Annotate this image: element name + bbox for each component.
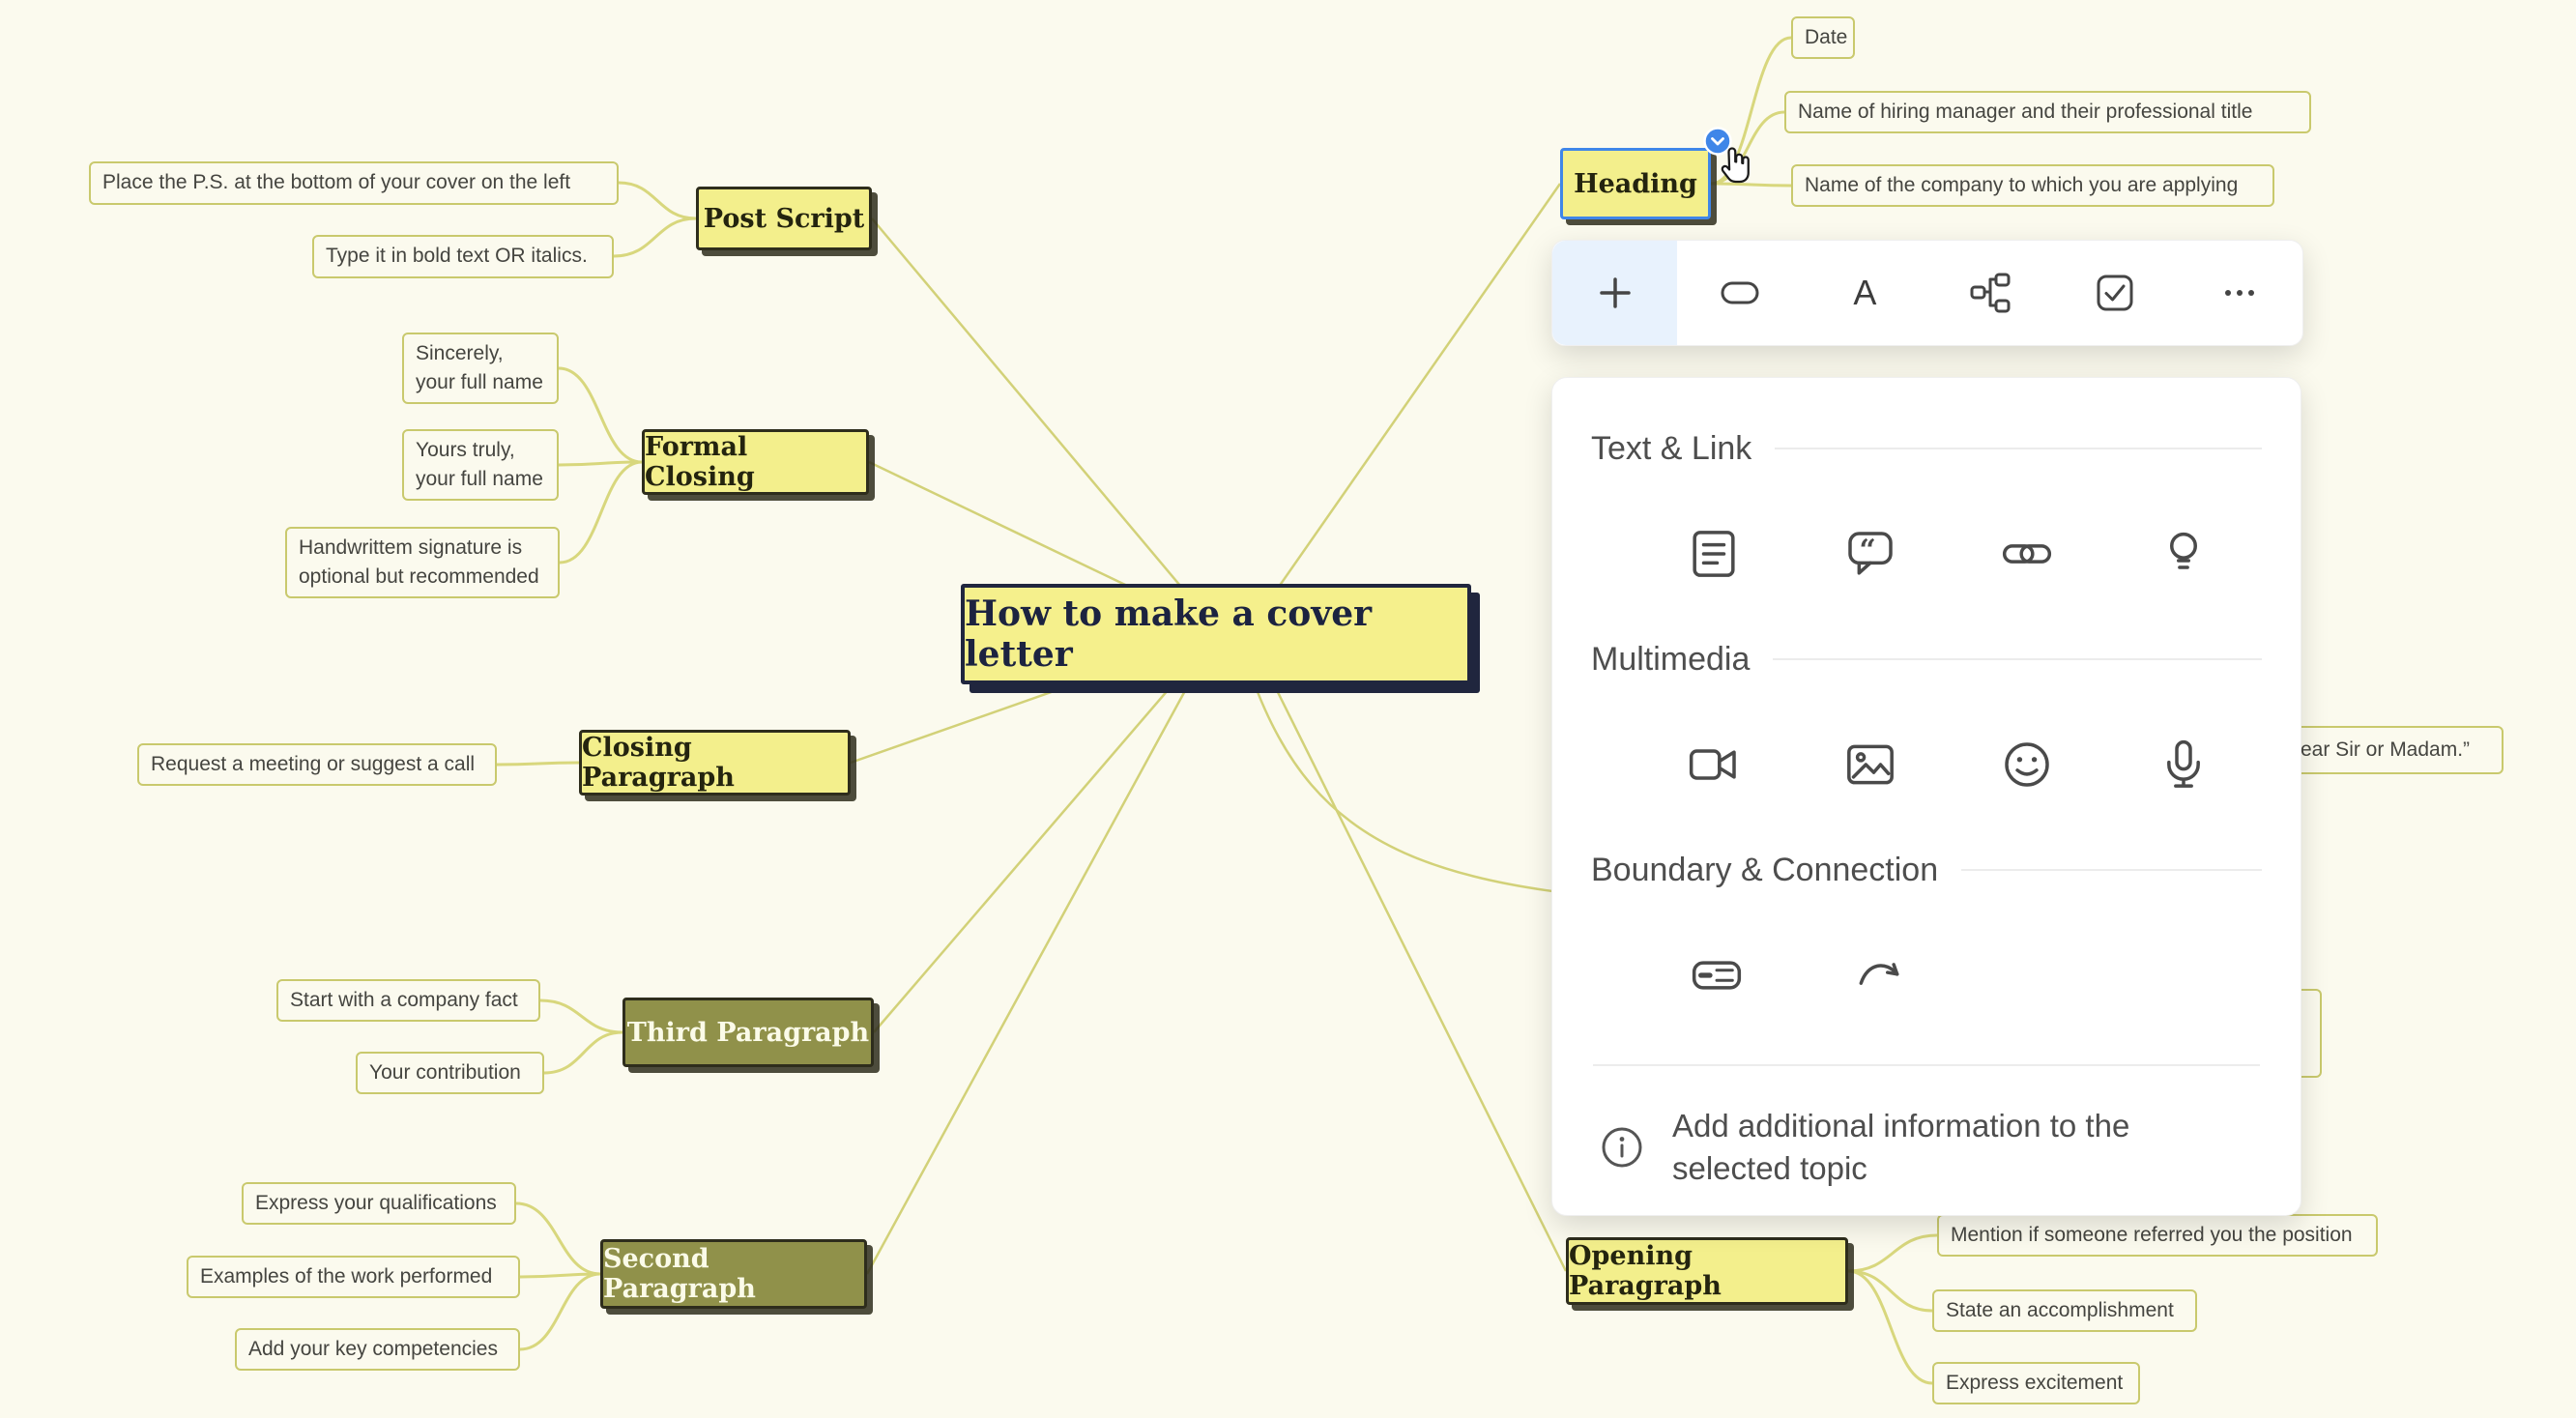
svg-text:“: “ <box>1859 534 1875 567</box>
topic-opening-paragraph[interactable]: Opening Paragraph <box>1566 1237 1848 1305</box>
subtopic-op-excitement[interactable]: Express excitement <box>1932 1362 2140 1404</box>
toolbar-add-button[interactable] <box>1552 241 1678 345</box>
subtopic-fc-sincerely[interactable]: Sincerely, your full name <box>402 333 559 404</box>
section-boundary-connection: Boundary & Connection <box>1591 849 2262 891</box>
subtopic-h-date[interactable]: Date <box>1791 16 1855 59</box>
video-camera-icon <box>1689 749 1736 780</box>
central-topic[interactable]: How to make a cover letter <box>961 584 1471 684</box>
image-button[interactable] <box>1792 734 1949 796</box>
toolbar-topic-shape-button[interactable] <box>1677 241 1802 345</box>
notes-button[interactable] <box>1635 523 1792 585</box>
section-divider <box>1775 448 2262 449</box>
link-icon <box>2002 544 2052 564</box>
subtopic-ps-bold[interactable]: Type it in bold text OR italics. <box>312 235 614 278</box>
section-multimedia: Multimedia <box>1591 638 2262 680</box>
toolbar-task-button[interactable] <box>2052 241 2177 345</box>
toolbar-more-button[interactable] <box>2178 241 2302 345</box>
topic-label: Third Paragraph <box>626 1017 870 1048</box>
notes-icon <box>1693 531 1735 577</box>
topic-label: Second Paragraph <box>603 1244 756 1304</box>
topic-post-script[interactable]: Post Script <box>696 187 872 250</box>
topic-shape-icon <box>1721 281 1759 304</box>
topic-label: Post Script <box>703 203 865 234</box>
plus-icon <box>1599 277 1631 308</box>
subtopic-h-hiring-manager[interactable]: Name of hiring manager and their profess… <box>1784 91 2311 133</box>
info-icon <box>1602 1127 1642 1168</box>
subtopic-op-accomplishment[interactable]: State an accomplishment <box>1932 1289 2197 1332</box>
structure-icon <box>1970 273 2011 313</box>
topic-closing-paragraph[interactable]: Closing Paragraph <box>579 730 851 796</box>
collapse-button[interactable] <box>1702 126 1733 157</box>
subtopic-sp-qualifications[interactable]: Express your qualifications <box>242 1182 516 1225</box>
video-button[interactable] <box>1635 734 1792 796</box>
subtopic-greeting-clipped[interactable]: ear Sir or Madam.” <box>2287 726 2504 774</box>
relationship-button[interactable] <box>1798 944 1960 1006</box>
subtopic-op-referral[interactable]: Mention if someone referred you the posi… <box>1937 1214 2378 1257</box>
toolbar-structure-button[interactable] <box>1927 241 2052 345</box>
section-title: Text & Link <box>1591 429 1752 467</box>
topic-third-paragraph[interactable]: Third Paragraph <box>622 998 874 1067</box>
subtopic-sp-competencies[interactable]: Add your key competencies <box>235 1328 520 1371</box>
topic-label: Opening Paragraph <box>1569 1241 1722 1301</box>
lightbulb-icon <box>2170 532 2197 569</box>
panel-divider <box>1593 1064 2260 1066</box>
toolbar-text-button[interactable]: A <box>1803 241 1927 345</box>
section-title: Multimedia <box>1591 640 1751 678</box>
section-divider <box>1961 869 2262 871</box>
topic-label: Heading <box>1574 168 1697 199</box>
section-title: Boundary & Connection <box>1591 851 1939 888</box>
topic-label: Closing Paragraph <box>582 733 735 793</box>
subtopic-tp-contribution[interactable]: Your contribution <box>356 1052 544 1094</box>
text-icon: A <box>1853 273 1877 312</box>
insert-panel: Text & Link “ <box>1551 377 2301 1216</box>
topic-second-paragraph[interactable]: Second Paragraph <box>600 1239 867 1309</box>
image-icon <box>1847 744 1894 785</box>
comment-icon: “ <box>1848 532 1893 575</box>
audio-button[interactable] <box>2105 734 2262 796</box>
idea-button[interactable] <box>2105 523 2262 585</box>
topic-formal-closing[interactable]: Formal Closing <box>642 429 869 495</box>
sticker-button[interactable] <box>1949 734 2105 796</box>
subtopic-h-company-name[interactable]: Name of the company to which you are app… <box>1791 164 2274 207</box>
section-text-link: Text & Link <box>1591 427 2262 470</box>
subtopic-fc-yours-truly[interactable]: Yours truly, your full name <box>402 429 559 501</box>
boundary-button[interactable] <box>1635 944 1798 1006</box>
subtopic-cp-request-meeting[interactable]: Request a meeting or suggest a call <box>137 743 497 786</box>
subtopic-fc-signature[interactable]: Handwrittem signature is optional but re… <box>285 527 560 598</box>
footer-text: Add additional information to the select… <box>1672 1108 2130 1186</box>
topic-heading[interactable]: Heading <box>1560 148 1711 219</box>
link-button[interactable] <box>1949 523 2105 585</box>
subtopic-ps-placement[interactable]: Place the P.S. at the bottom of your cov… <box>89 161 619 205</box>
task-checkbox-icon <box>2097 275 2133 311</box>
microphone-icon <box>2167 739 2200 788</box>
subtopic-tp-company-fact[interactable]: Start with a company fact <box>276 979 540 1022</box>
section-divider <box>1773 658 2262 660</box>
comment-button[interactable]: “ <box>1792 523 1949 585</box>
relationship-arrow-icon <box>1859 963 1899 985</box>
insert-toolbar: A <box>1551 240 2303 346</box>
chevron-down-icon <box>1703 127 1732 156</box>
central-topic-label: How to make a cover letter <box>965 593 1373 675</box>
smiley-icon <box>2005 742 2049 787</box>
boundary-icon <box>1692 961 1742 990</box>
ellipsis-icon <box>2225 290 2255 296</box>
subtopic-sp-examples[interactable]: Examples of the work performed <box>187 1256 520 1298</box>
panel-footer: Add additional information to the select… <box>1591 1105 2262 1189</box>
topic-label: Formal Closing <box>645 432 755 492</box>
